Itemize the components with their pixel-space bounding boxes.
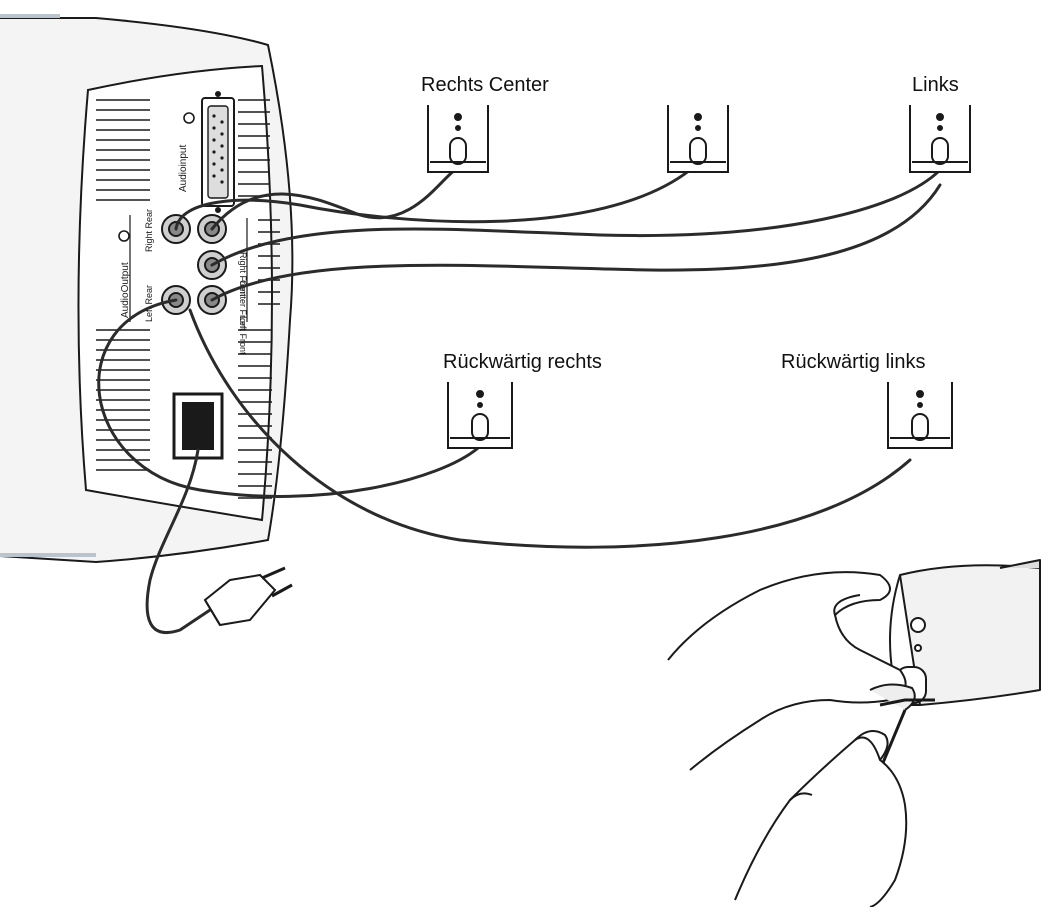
- cable-left-rear-to-rear-left: [188, 308, 912, 549]
- label-links: Links: [912, 74, 959, 96]
- ac-symbol: ~: [212, 407, 232, 418]
- speaker-center: [667, 105, 729, 173]
- cable-right-rear: [174, 168, 692, 231]
- label-right-rear: Right Rear: [144, 209, 154, 252]
- cable-center-front: [210, 168, 942, 267]
- audio-input-label: Audioinput: [178, 145, 189, 192]
- audio-output-label: AudioOutput: [120, 262, 131, 318]
- label-left-front: Left Front: [238, 316, 248, 355]
- speaker-right: [427, 105, 489, 173]
- left-vents: [96, 99, 150, 471]
- label-rechts-center: Rechts Center: [421, 74, 549, 96]
- right-vents: [238, 99, 280, 499]
- label-rueckwaertig-rechts: Rückwärtig rechts: [443, 351, 602, 373]
- audio-output-jack-icon: [118, 230, 130, 242]
- speaker-rear-left: [887, 382, 953, 449]
- cable-left-rear-to-rear-right: [97, 298, 480, 498]
- label-right-front: Right Front: [238, 252, 248, 297]
- label-rueckwaertig-links: Rückwärtig links: [781, 351, 926, 373]
- speaker-rear-right: [447, 382, 513, 449]
- power-socket[interactable]: [172, 392, 224, 460]
- audio-input-connector[interactable]: [201, 91, 235, 213]
- speaker-cables: [97, 168, 942, 634]
- cable-left-front: [210, 183, 942, 302]
- speaker-left: [909, 105, 971, 173]
- subwoofer-unit: Audioinput Right Rear Right Front Center…: [0, 14, 294, 564]
- label-left-rear: Left Rear: [144, 285, 154, 322]
- power-plug: [203, 566, 293, 627]
- power-cord: [145, 448, 212, 634]
- audio-input-jack-icon: [183, 112, 195, 124]
- label-center-front: Center Front: [238, 280, 248, 331]
- hands-illustration: [667, 559, 1041, 908]
